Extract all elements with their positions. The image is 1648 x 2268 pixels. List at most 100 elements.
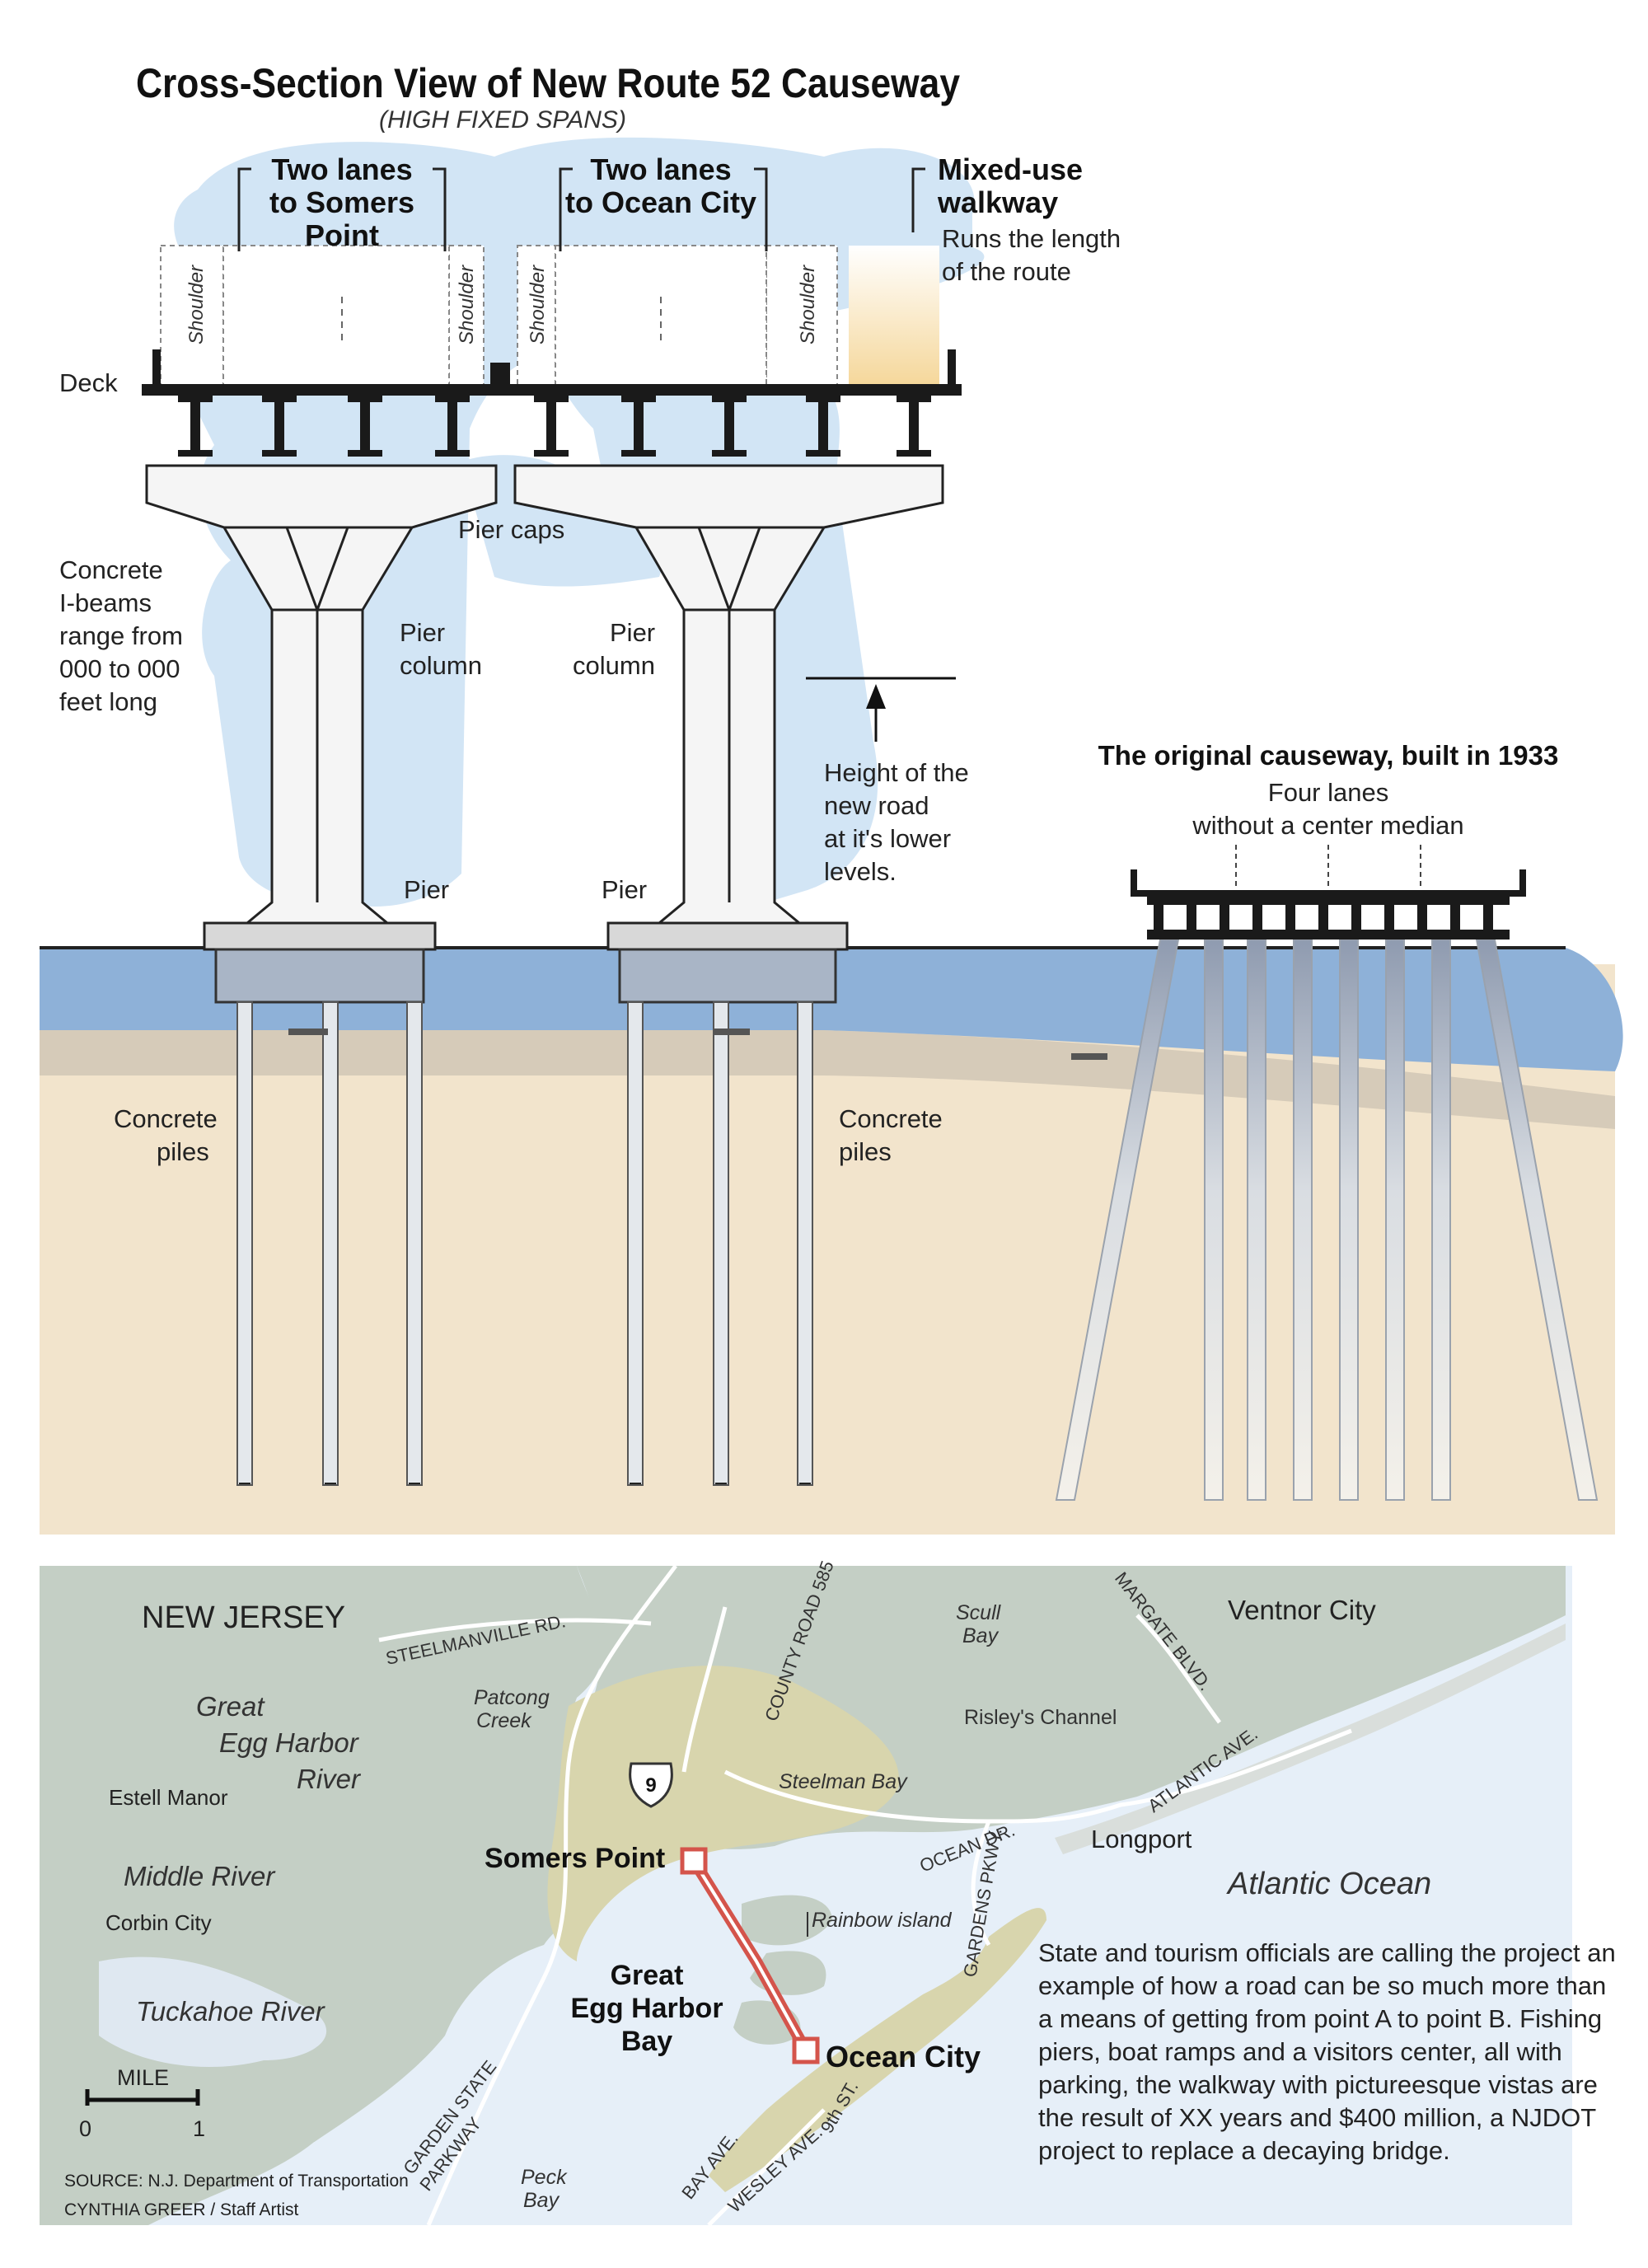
walkway-line4: of the route	[942, 257, 1071, 286]
shoulder-label-1: Shoulder	[185, 265, 208, 344]
original-piles	[1055, 939, 1599, 1501]
peck-line2: Bay	[523, 2189, 560, 2212]
piles-right-line2: piles	[839, 1137, 892, 1166]
ventnor-label: Ventnor City	[1228, 1595, 1376, 1625]
scale-zero: 0	[79, 2116, 91, 2141]
piles-right-line1: Concrete	[839, 1104, 943, 1133]
scale-one: 1	[193, 2116, 205, 2141]
description-line: piers, boat ramps and a visitors center,…	[1038, 2037, 1562, 2066]
description-line: project to replace a decaying bridge.	[1038, 2136, 1450, 2165]
description-line: a means of getting from point A to point…	[1038, 2004, 1602, 2033]
walkway-line2: walkway	[937, 185, 1058, 219]
ocean-city-marker	[792, 2036, 820, 2064]
pier-caps-label: Pier caps	[458, 515, 564, 544]
land-ocean-city	[709, 1908, 1046, 2192]
description-line: parking, the walkway with pictureesque v…	[1038, 2070, 1598, 2099]
pier-column-left-1: Pier	[400, 618, 445, 647]
somers-point-label: Somers Point	[485, 1843, 665, 1874]
shoulder-label-2: Shoulder	[456, 265, 478, 344]
pier-left	[145, 464, 498, 1004]
corbin-label: Corbin City	[105, 1910, 212, 1935]
source-line: SOURCE: N.J. Department of Transportatio…	[64, 2172, 409, 2191]
geh-bay-line1: Great	[611, 1960, 684, 1991]
height-line2: new road	[824, 791, 929, 820]
estell-label: Estell Manor	[109, 1785, 228, 1810]
concrete-piles	[236, 1001, 813, 1486]
shoulder-label-3: Shoulder	[527, 265, 549, 344]
lanes-oc-line2: to Ocean City	[565, 185, 756, 219]
piles-left-line2: piles	[157, 1137, 209, 1166]
walkway-line1: Mixed-use	[938, 152, 1083, 186]
lanes-oc-line1: Two lanes	[590, 152, 731, 186]
credit-line: CYNTHIA GREER / Staff Artist	[64, 2200, 299, 2219]
geh-river-line3: River	[297, 1764, 362, 1794]
pier-column-left-2: column	[400, 651, 482, 680]
original-line1: Four lanes	[1268, 778, 1388, 807]
tuckahoe-label: Tuckahoe River	[136, 1996, 326, 2027]
original-causeway	[1055, 845, 1599, 1501]
geh-bay-line2: Egg Harbor	[570, 1993, 723, 2024]
lanes-sp-line2: to Somers	[269, 185, 414, 219]
pier-column-right-1: Pier	[610, 618, 655, 647]
lanes-sp-line3: Point	[305, 218, 379, 252]
scull-line2: Bay	[962, 1624, 1000, 1647]
walkway-line3: Runs the length	[942, 224, 1121, 253]
sp-lanes-box	[222, 245, 450, 387]
geh-river-line2: Egg Harbor	[219, 1727, 360, 1758]
piles-left-line1: Concrete	[114, 1104, 218, 1133]
ibeams-line4: 000 to 000	[59, 654, 180, 683]
mile-label: MILE	[117, 2065, 169, 2090]
atlantic-ocean-label: Atlantic Ocean	[1226, 1867, 1431, 1901]
height-line4: levels.	[824, 857, 897, 886]
land-tan-somers	[547, 1666, 900, 1961]
peck-line1: Peck	[521, 2166, 568, 2189]
new-causeway	[142, 349, 1107, 1486]
up-arrow-icon	[866, 684, 886, 709]
steelman-bay-label: Steelman Bay	[779, 1770, 908, 1793]
patcong-line2: Creek	[476, 1709, 532, 1732]
somers-point-marker	[680, 1847, 708, 1875]
original-line2: without a center median	[1192, 811, 1463, 840]
description-block: State and tourism officials are calling …	[1038, 1938, 1616, 2165]
pier-right-label: Pier	[602, 875, 647, 904]
deck	[142, 384, 962, 396]
ibeams-line2: I-beams	[59, 588, 152, 617]
lanes-sp-line1: Two lanes	[271, 152, 412, 186]
description-line: the result of XX years and $400 million,…	[1038, 2103, 1596, 2132]
original-title: The original causeway, built in 1933	[1098, 740, 1559, 771]
rainbow-label: Rainbow island	[812, 1909, 953, 1932]
description-line: example of how a road can be so much mor…	[1038, 1971, 1606, 2000]
ibeams-line5: feet long	[59, 687, 157, 716]
risleys-label: Risley's Channel	[964, 1706, 1117, 1729]
height-line3: at it's lower	[824, 824, 951, 853]
middle-river-label: Middle River	[124, 1861, 276, 1891]
walkway-glow	[849, 246, 939, 386]
pier-column-right-2: column	[573, 651, 655, 680]
shoulder-label-4: Shoulder	[797, 265, 819, 344]
label-brackets	[237, 167, 925, 251]
new-jersey-label: NEW JERSEY	[142, 1600, 345, 1635]
ibeams-line1: Concrete	[59, 555, 163, 584]
water-layer	[40, 948, 1623, 1071]
description-line: State and tourism officials are calling …	[1038, 1938, 1616, 1967]
longport-label: Longport	[1091, 1825, 1192, 1853]
roads	[378, 1564, 1352, 2227]
ocean-city-label: Ocean City	[826, 2040, 981, 2074]
map: 9 NEW JERSEY STEELMANVILLE RD. Patcong C…	[40, 1558, 1572, 2227]
scale-bar	[85, 2089, 200, 2106]
scull-line1: Scull	[956, 1601, 1002, 1624]
geh-river-line1: Great	[196, 1691, 265, 1722]
pier-left-label: Pier	[404, 875, 449, 904]
route9-label: 9	[645, 1774, 656, 1797]
deck-label: Deck	[59, 368, 118, 397]
ibeams-line3: range from	[59, 621, 183, 650]
land-longport-strip	[1055, 1624, 1566, 1854]
land-middle-inlet	[99, 1956, 327, 2068]
patcong-line1: Patcong	[474, 1686, 550, 1709]
page-title: Cross-Section View of New Route 52 Cause…	[136, 60, 960, 106]
geh-bay-line3: Bay	[621, 2026, 672, 2057]
route9-shield-icon	[629, 1762, 673, 1808]
lane-boxes	[160, 245, 838, 387]
height-line1: Height of the	[824, 758, 969, 787]
